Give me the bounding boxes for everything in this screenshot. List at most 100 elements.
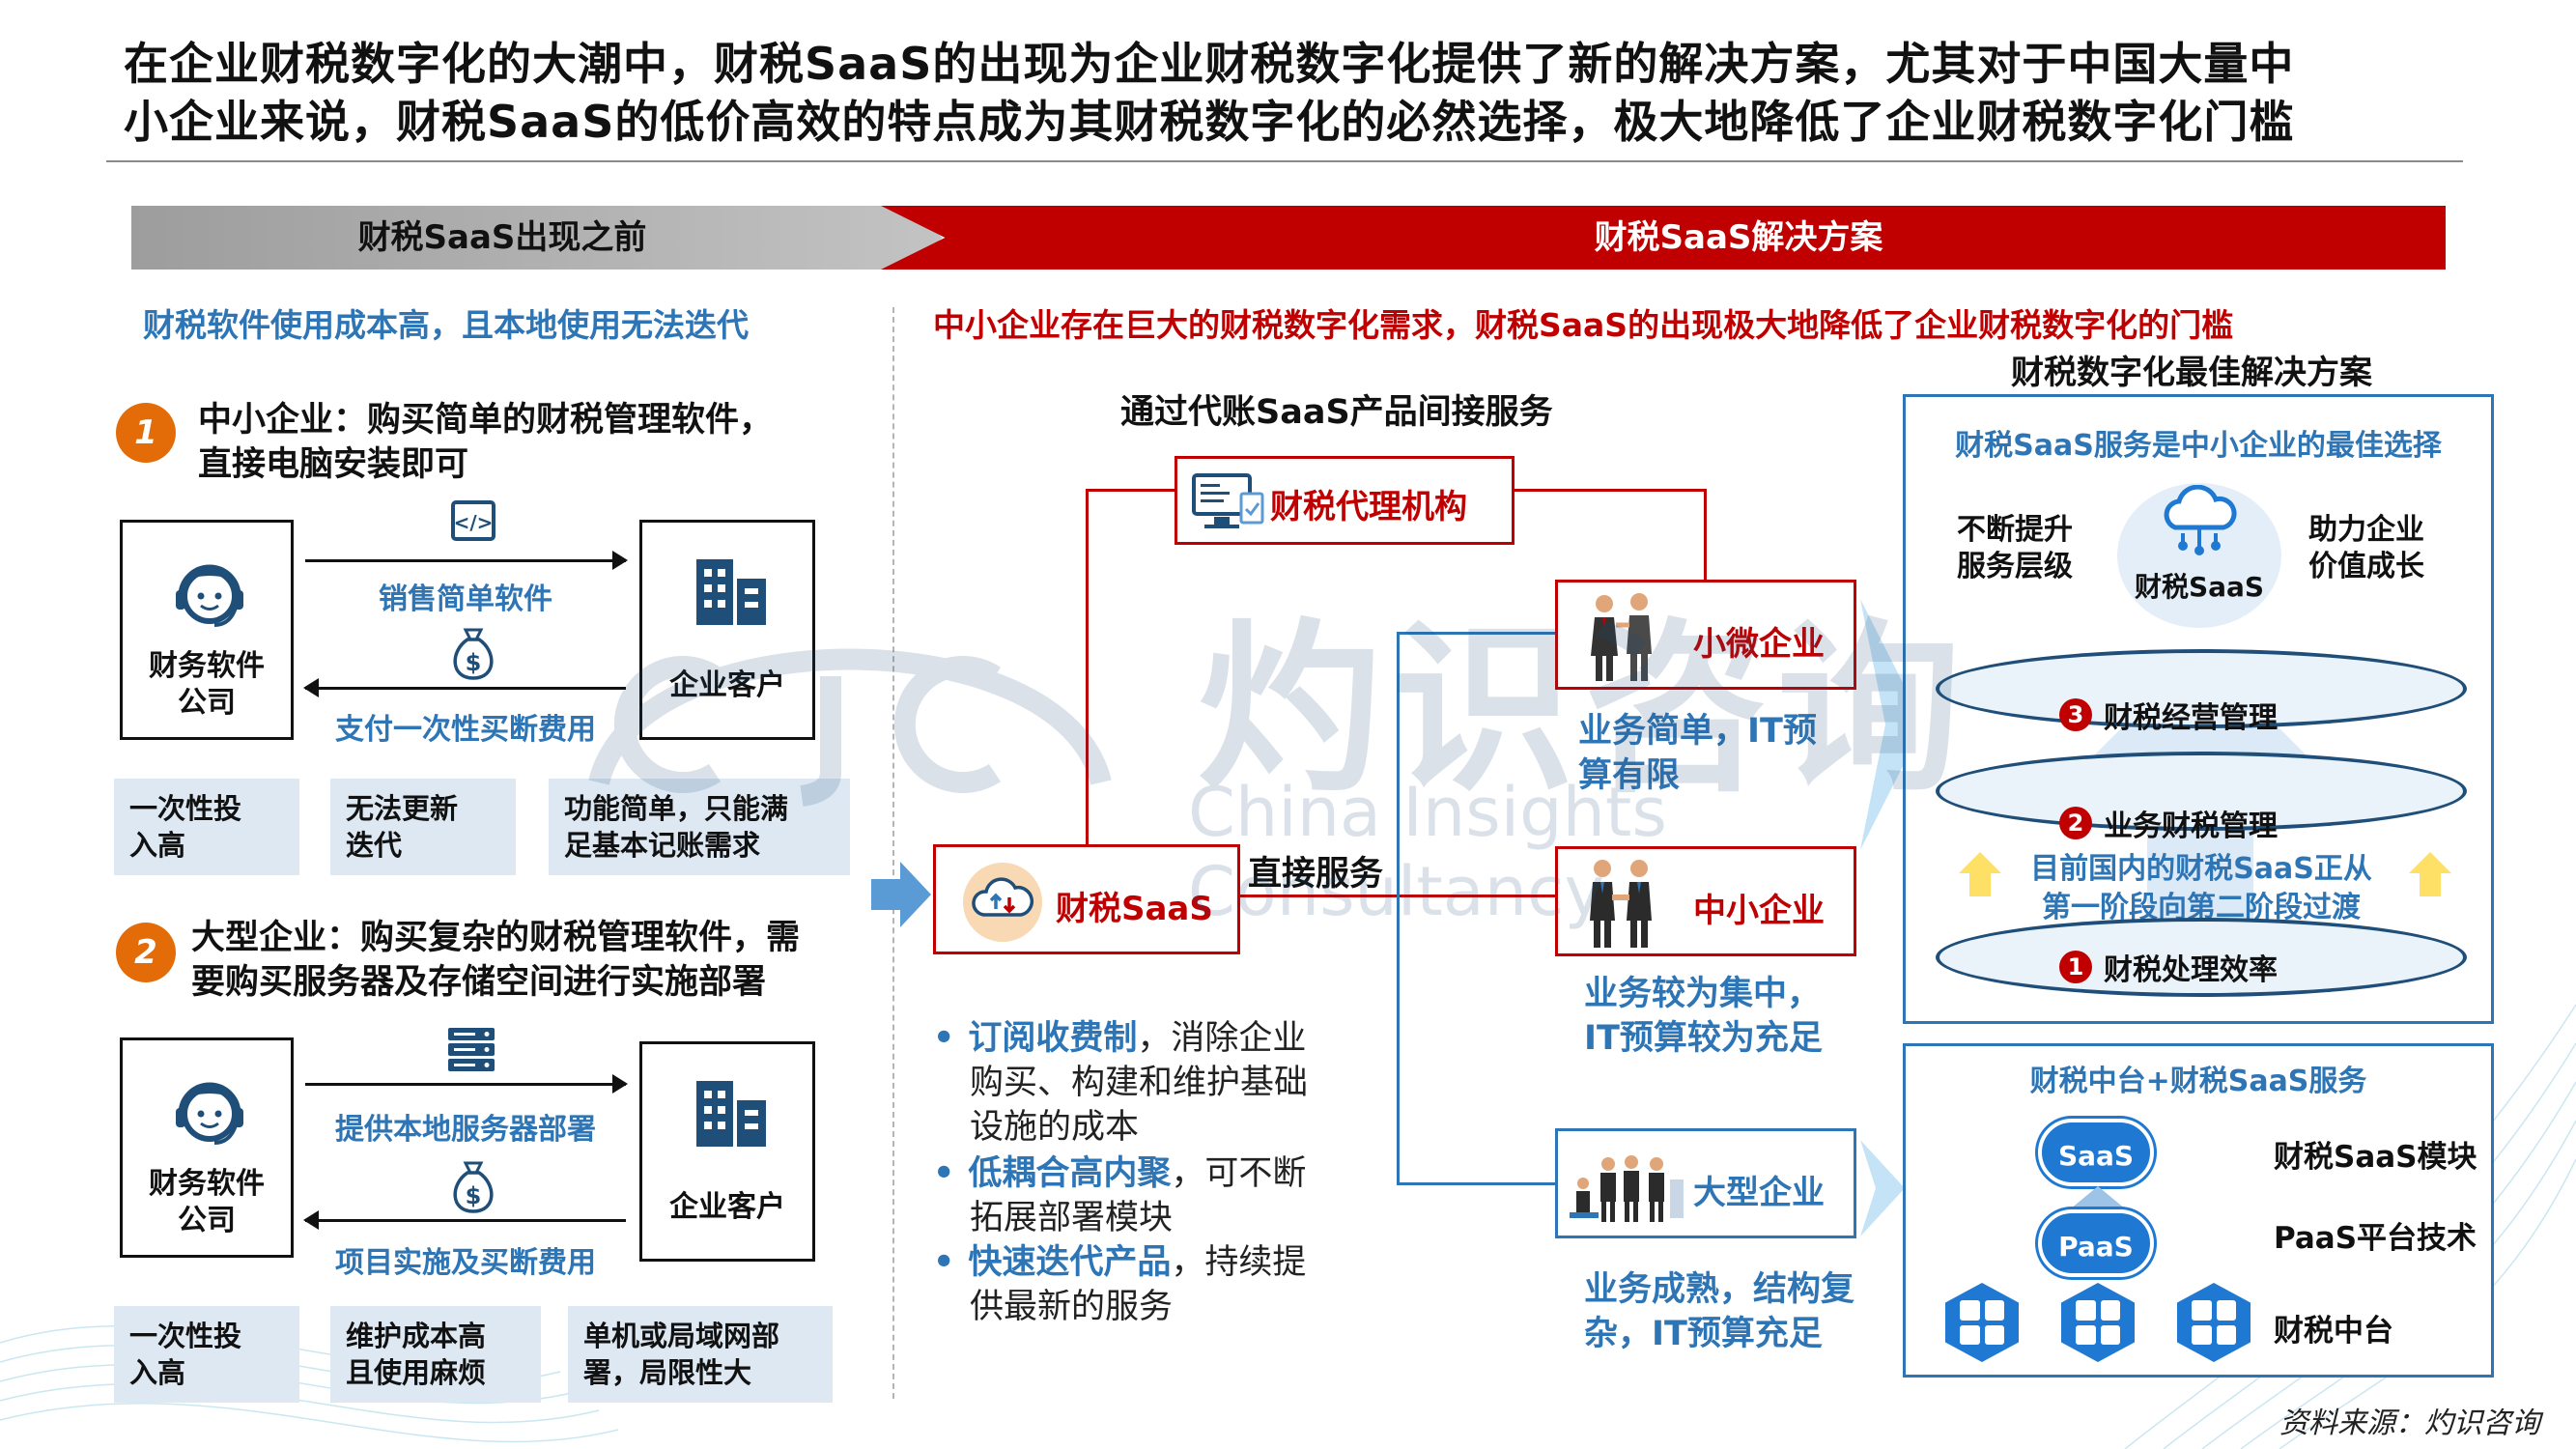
layer-2-label: 2 业务财税管理	[2059, 802, 2278, 844]
indirect-service-label: 通过代账SaaS产品间接服务	[1120, 393, 1553, 432]
server-icon	[448, 1028, 495, 1071]
connector-to-micro	[1397, 632, 1557, 635]
connector-saas-up	[1086, 491, 1089, 844]
saas-benefit-3: •快速迭代产品，持续提 供最新的服务	[933, 1243, 1307, 1326]
headset-person-icon	[176, 1082, 243, 1145]
case-2-number: 2	[116, 923, 176, 982]
saas-benefit-1: •订阅收费制，消除企业 购买、构建和维护基础 设施的成本	[933, 1019, 1309, 1147]
case-2-note-3: 单机或局域网部 署，局限性大	[568, 1306, 833, 1403]
case-2-pay-arrow	[303, 1210, 626, 1230]
layer-1	[1936, 918, 2467, 997]
sme-desc: 业务较为集中， IT预算较为充足	[1584, 975, 1823, 1058]
money-bag-icon: $	[453, 628, 494, 680]
middle-heading: 中小企业存在巨大的财税数字化需求，财税SaaS的出现极大地降低了企业财税数字化的…	[933, 306, 2234, 344]
saas-core-label: 财税SaaS	[2134, 571, 2265, 603]
money-bag-icon: $	[453, 1161, 494, 1213]
tax-agency-label: 财税代理机构	[1270, 488, 1467, 526]
large-enterprise-label: 大型企业	[1693, 1174, 1825, 1212]
saas-module-label: 财税SaaS模块	[2274, 1140, 2477, 1175]
paas-badge: PaaS	[2038, 1209, 2154, 1277]
large-enterprise-desc: 业务成熟，结构复 杂，IT预算充足	[1584, 1270, 1855, 1353]
connector-tree-vertical	[1397, 632, 1400, 1184]
phase-solution-bar	[881, 206, 2446, 270]
saas-best-choice-title: 财税SaaS服务是中小企业的最佳选择	[1955, 429, 2442, 463]
chevron-right-icon	[1860, 1140, 1905, 1236]
sme-node: 中小企业	[1555, 846, 1856, 956]
headset-person-icon	[176, 564, 243, 627]
case-1-note-1: 一次性投 入高	[114, 779, 299, 875]
direct-service-label: 直接服务	[1248, 855, 1384, 894]
transition-arrow	[871, 862, 931, 927]
value-growth-text: 助力企业 价值成长	[2308, 513, 2424, 583]
case-2-note-2: 维护成本高 且使用麻烦	[330, 1306, 541, 1403]
phase-before-label: 财税SaaS出现之前	[357, 218, 647, 257]
case-2-description: 大型企业：购买复杂的财税管理软件，需 要购买服务器及存储空间进行实施部署	[191, 919, 801, 1002]
code-file-icon: </>	[451, 500, 495, 541]
case-1-note-2: 无法更新 迭代	[330, 779, 516, 875]
arrow-up-icon	[2409, 852, 2451, 896]
case-2-note-1: 一次性投 入高	[114, 1306, 299, 1403]
phase-solution-label: 财税SaaS解决方案	[1594, 218, 1883, 257]
tax-saas-node: 财税SaaS	[933, 844, 1240, 954]
case-1-sell-arrow	[305, 551, 628, 570]
arrow-up-icon	[1959, 852, 2001, 896]
micro-enterprise-node: 小微企业	[1555, 580, 1856, 690]
source-note: 资料来源：灼识咨询	[2279, 1406, 2540, 1440]
svg-text:$: $	[466, 649, 482, 676]
connector-top-right	[1513, 489, 1706, 492]
large-enterprise-node: 大型企业	[1555, 1128, 1856, 1238]
grid-module-icon	[2177, 1283, 2250, 1362]
cloud-sync-icon	[963, 863, 1042, 942]
building-icon	[696, 1081, 766, 1147]
case-1-note-3: 功能简单，只能满 足基本记账需求	[549, 779, 850, 875]
case-2-flow-top-label: 提供本地服务器部署	[335, 1113, 596, 1147]
connector-to-large	[1397, 1182, 1557, 1185]
layer-1-label: 1 财税处理效率	[2059, 946, 2278, 988]
saas-benefit-2: •低耦合高内聚，可不断 拓展部署模块	[933, 1154, 1307, 1237]
case-1-number: 1	[116, 403, 176, 463]
headline: 在企业财税数字化的大潮中，财税SaaS的出现为企业财税数字化提供了新的解决方案，…	[124, 35, 2461, 151]
middle-platform-title: 财税中台+财税SaaS服务	[2029, 1065, 2367, 1098]
layer-3	[1936, 649, 2467, 728]
case-1-customer: 企业客户	[639, 520, 815, 740]
right-heading: 财税数字化最佳解决方案	[2011, 354, 2372, 392]
case-2-vendor: 财务软件 公司	[120, 1037, 294, 1258]
column-divider	[892, 307, 894, 1399]
arrow-up-icon	[2065, 1186, 2131, 1213]
team-meeting-icon	[1570, 1155, 1684, 1222]
grid-module-icon	[2061, 1283, 2135, 1362]
tax-saas-label: 财税SaaS	[1056, 890, 1213, 928]
cloud-network-icon	[2164, 485, 2237, 555]
headline-line-2: 小企业来说，财税SaaS的低价高效的特点成为其财税数字化的必然选择，极大地降低了…	[124, 96, 2295, 148]
tax-agency-node: 财税代理机构	[1175, 456, 1514, 545]
svg-text:$: $	[466, 1182, 482, 1209]
connector-top-left	[1086, 489, 1176, 492]
chevron-right-icon	[1860, 599, 1924, 850]
business-people-icon	[1591, 593, 1652, 681]
case-2-flow-bottom-label: 项目实施及买断费用	[335, 1246, 596, 1280]
sme-label: 中小企业	[1693, 892, 1825, 930]
headline-line-1: 在企业财税数字化的大潮中，财税SaaS的出现为企业财税数字化提供了新的解决方案，…	[124, 38, 2295, 90]
phase-before-bar	[131, 206, 943, 270]
saas-badge: SaaS	[2038, 1119, 2154, 1186]
case-1-pay-arrow	[303, 678, 626, 697]
case-1-flow-top-label: 销售简单软件	[379, 582, 552, 616]
layer-2	[1936, 752, 2467, 831]
case-1-vendor: 财务软件 公司	[120, 520, 294, 740]
building-icon	[696, 559, 766, 625]
middle-platform-label: 财税中台	[2274, 1314, 2393, 1349]
upgrade-service-text: 不断提升 服务层级	[1957, 513, 2073, 583]
case-2-customer: 企业客户	[639, 1041, 815, 1262]
monitor-document-icon	[1192, 473, 1264, 528]
layer-3-label: 3 财税经营管理	[2059, 694, 2278, 736]
stage-transition-text: 目前国内的财税SaaS正从 第一阶段向第二阶段过渡	[2030, 852, 2372, 924]
case-1-flow-bottom-label: 支付一次性买断费用	[335, 713, 596, 747]
connector-agency-down	[1704, 489, 1707, 582]
title-divider	[106, 160, 2463, 162]
paas-tech-label: PaaS平台技术	[2274, 1221, 2477, 1256]
case-2-deploy-arrow	[305, 1074, 628, 1094]
micro-enterprise-desc: 业务简单，IT预 算有限	[1578, 712, 1817, 795]
micro-enterprise-label: 小微企业	[1693, 625, 1825, 664]
left-heading: 财税软件使用成本高，且本地使用无法迭代	[143, 306, 749, 344]
case-1-description: 中小企业：购买简单的财税管理软件， 直接电脑安装即可	[198, 401, 774, 484]
